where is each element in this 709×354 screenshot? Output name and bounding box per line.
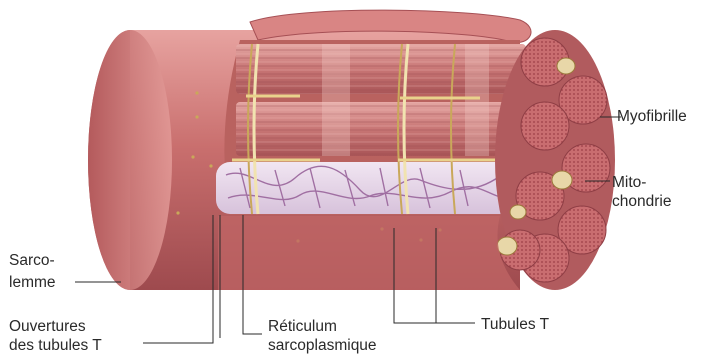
label-reticulum-line1: Réticulum <box>268 318 337 335</box>
label-sarcolemme-line1: Sarco- <box>9 252 55 269</box>
label-tubules-t: Tubules T <box>481 316 550 333</box>
label-ouvertures-line2: des tubules T <box>9 337 102 354</box>
sarcoplasmic-reticulum <box>216 162 526 214</box>
label-mitochondrie-line2: chondrie <box>612 193 671 210</box>
label-myofibrille: Myofibrille <box>617 108 687 125</box>
label-ouvertures-line1: Ouvertures <box>9 318 86 335</box>
sarcolemma-lower-edge <box>218 216 520 290</box>
label-reticulum-line2: sarcoplasmique <box>268 337 377 354</box>
label-mitochondrie-line1: Mito- <box>612 174 646 191</box>
label-sarcolemme-line2: lemme <box>9 274 56 291</box>
